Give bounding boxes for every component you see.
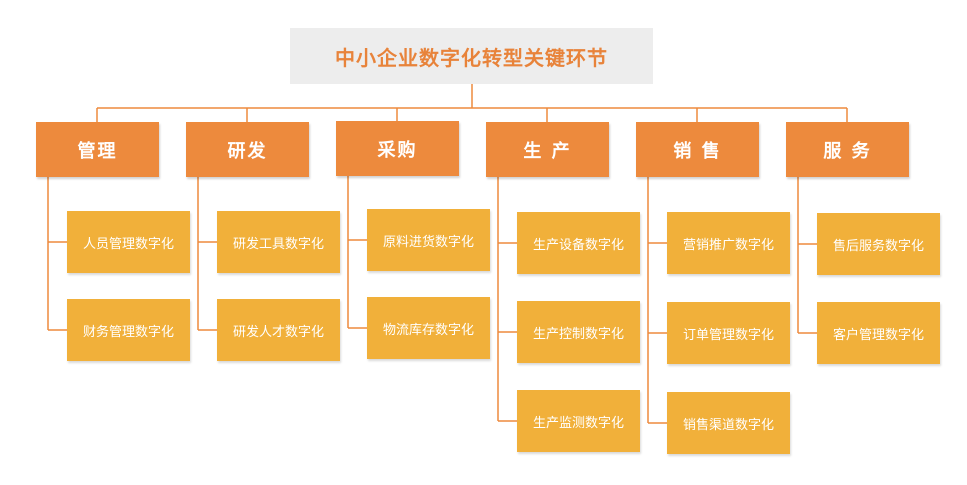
category-service: 服 务 — [786, 122, 909, 177]
item-logistics-inventory-digitalization: 物流库存数字化 — [367, 297, 490, 359]
item-order-management-digitalization: 订单管理数字化 — [667, 302, 790, 364]
diagram-title: 中小企业数字化转型关键环节 — [290, 28, 653, 84]
item-rnd-talent-digitalization: 研发人才数字化 — [217, 299, 340, 361]
category-procurement: 采购 — [336, 121, 459, 176]
item-production-monitoring-digitalization: 生产监测数字化 — [517, 390, 640, 452]
category-sales: 销 售 — [636, 122, 759, 177]
item-customer-management-digitalization: 客户管理数字化 — [817, 302, 940, 364]
item-sales-channel-digitalization: 销售渠道数字化 — [667, 392, 790, 454]
item-hr-digitalization: 人员管理数字化 — [67, 211, 190, 273]
item-finance-digitalization: 财务管理数字化 — [67, 299, 190, 361]
item-after-sales-digitalization: 售后服务数字化 — [817, 213, 940, 275]
item-production-control-digitalization: 生产控制数字化 — [517, 301, 640, 363]
item-production-equipment-digitalization: 生产设备数字化 — [517, 212, 640, 274]
item-raw-material-digitalization: 原料进货数字化 — [367, 209, 490, 271]
category-production: 生 产 — [486, 122, 609, 177]
item-rnd-tools-digitalization: 研发工具数字化 — [217, 211, 340, 273]
category-rnd: 研发 — [186, 122, 309, 177]
item-marketing-digitalization: 营销推广数字化 — [667, 212, 790, 274]
category-management: 管理 — [36, 122, 159, 177]
